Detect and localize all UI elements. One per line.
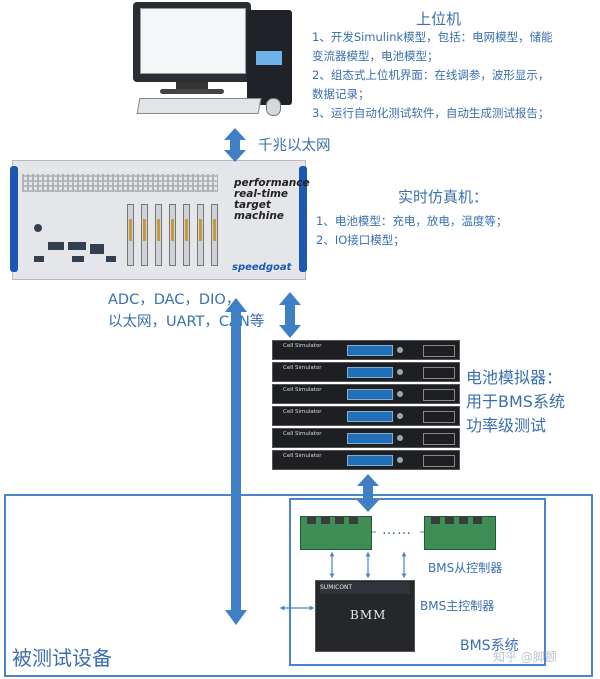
slave-ellipsis: …… [382,522,412,538]
cell-simulator-unit: Cell Simulator [272,406,460,426]
mouse-icon [266,98,281,116]
io-card-slot [197,204,204,266]
monitor-stand-base [160,89,224,94]
dut-frame [4,494,593,677]
cell-simulator-display [347,433,393,444]
cell-simulator-panel [423,433,455,445]
cell-simulator-knob [397,435,403,441]
cell-simulator-display [347,455,393,466]
battery-simulator-description: 电池模拟器： 用于BMS系统 功率级测试 [466,366,565,438]
usb-port-icon [72,256,84,262]
bms-master-label: BMS主控制器 [420,599,495,613]
target-machine-description: 1、电池模型：充电，放电，温度等； 2、IO接口模型； [316,212,586,250]
battery-simulator-line: 电池模拟器： [466,368,563,387]
brand-line: performance [234,177,310,189]
host-pc-line: 3、运行自动化测试软件，自动生成测试报告； [312,106,550,120]
host-pc-line: 变流器模型，电池模型； [312,49,439,63]
host-pc-line: 2、组态式上位机界面：在线调参，波形显示， [312,68,550,82]
host-pc-title: 上位机 [416,10,462,28]
bms-slave-label: BMS从控制器 [428,561,503,575]
chassis-rack-ear-left [10,166,18,272]
brand-line: real-time [234,188,289,200]
port-icon [48,242,64,250]
cell-simulator-knob [397,369,403,375]
dut-label: 被测试设备 [12,646,112,670]
cell-simulator-unit: Cell Simulator [272,340,460,360]
cell-simulator-knob [397,347,403,353]
cell-simulator-label: Cell Simulator [283,365,322,371]
cell-simulator-label: Cell Simulator [283,453,322,459]
cell-simulator-panel [423,455,455,467]
bms-slave-board [424,516,496,550]
host-pc-description: 1、开发Simulink模型，包括：电网模型，储能 变流器模型，电池模型； 2、… [312,28,600,123]
ethernet-port-icon [90,244,104,254]
battery-simulator-line: 功率级测试 [466,416,547,435]
port-icon [68,242,86,250]
speedgoat-logo: speedgoat [232,262,292,273]
cell-simulator-unit: Cell Simulator [272,428,460,448]
chassis-rack-ear-right [299,166,307,272]
ethernet-link-label: 千兆以太网 [258,138,331,154]
interfaces-label: ADC，DAC，DIO， 以太网，UART，CAN等 [108,289,264,333]
io-card-slot [169,204,176,266]
cell-simulator-label: Cell Simulator [283,387,322,393]
cell-simulator-display [347,411,393,422]
arrow-simulator-bms [357,474,379,512]
io-card-slot [127,204,134,266]
interfaces-line: 以太网，UART，CAN等 [108,314,265,330]
bms-slave-board [300,516,372,550]
cell-simulator-unit: Cell Simulator [272,384,460,404]
io-card-slot [183,204,190,266]
cell-simulator-panel [423,367,455,379]
host-pc-line: 1、开发Simulink模型，包括：电网模型，储能 [312,30,553,44]
chassis-vent [22,174,218,192]
cell-simulator-label: Cell Simulator [283,343,322,349]
power-button-icon [34,224,42,232]
target-machine-brand: performance real-time target machine [234,178,310,222]
cell-simulator-label: Cell Simulator [283,409,322,415]
bms-system-frame [289,498,546,666]
target-machine-title: 实时仿真机： [398,188,489,206]
brand-line: machine [234,210,284,222]
cell-simulator-display [347,389,393,400]
target-machine-line: 1、电池模型：充电，放电，温度等； [316,214,508,228]
io-card-slot [141,204,148,266]
usb-port-icon [34,256,44,262]
arrow-host-target [224,128,246,162]
cell-simulator-knob [397,391,403,397]
cell-simulator-unit: Cell Simulator [272,450,460,470]
cell-simulator-unit: Cell Simulator [272,362,460,382]
interfaces-line: ADC，DAC，DIO， [108,292,241,308]
cell-simulator-label: Cell Simulator [283,431,322,437]
brand-line: target [234,199,271,211]
monitor-screen [140,8,246,74]
pc-tower-display [256,51,282,65]
cell-simulator-display [347,367,393,378]
arrow-target-dut [225,298,247,625]
host-pc-line: 数据记录； [312,87,370,101]
bms-master-unit-text: BMM [350,608,387,622]
cell-simulator-knob [397,413,403,419]
watermark: 知乎 @脚颤 [493,650,557,664]
bms-master-brand: SUMICONT [320,584,353,591]
cell-simulator-panel [423,411,455,423]
cell-simulator-panel [423,345,455,357]
io-card-slot [155,204,162,266]
cell-simulator-panel [423,389,455,401]
arrow-target-simulator [279,292,301,338]
monitor-stand [176,82,208,90]
bms-system-label: BMS系统 [460,638,519,654]
target-machine-line: 2、IO接口模型； [316,233,405,247]
usb-port-icon [106,256,116,262]
battery-simulator-line: 用于BMS系统 [466,392,565,411]
cell-simulator-display [347,345,393,356]
cell-simulator-knob [397,457,403,463]
io-card-slot [211,204,218,266]
bms-master-top-panel [320,582,410,594]
